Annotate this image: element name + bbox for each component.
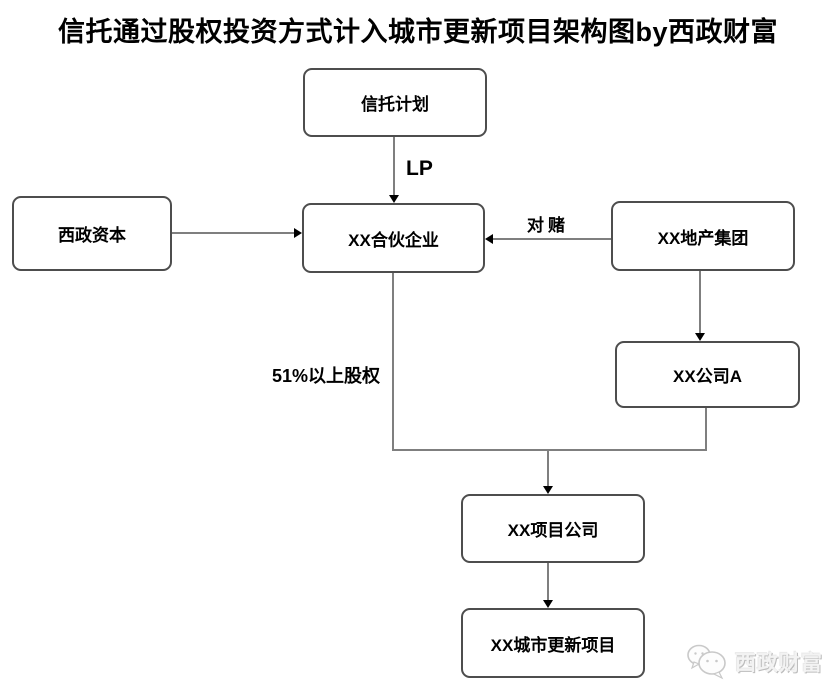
edge-label-lp: LP [406, 157, 433, 180]
edge-junction-to-project [547, 451, 549, 487]
brand-watermark-label: 西政财富 [735, 652, 823, 675]
arrowhead-project-to-urban [543, 600, 553, 608]
arrowhead-junction-to-project [543, 486, 553, 494]
arrowhead-group-to-partnership [485, 234, 493, 244]
brand-watermark: 西政财富 [686, 636, 832, 688]
edge-trust-to-partnership [393, 137, 395, 196]
node-urban-renewal-project: XX城市更新项目 [461, 608, 645, 678]
node-project-company: XX项目公司 [461, 494, 645, 563]
edge-label-equity-51-percent: 51%以上股权 [272, 366, 381, 386]
edge-project-to-urban [547, 563, 549, 601]
diagram-title: 信托通过股权投资方式计入城市更新项目架构图by西政财富 [57, 17, 778, 47]
edge-group-to-partnership [493, 238, 611, 240]
edge-capital-to-partnership [172, 232, 296, 234]
edge-junction-connector [392, 449, 707, 451]
node-xizheng-capital: 西政资本 [12, 196, 172, 271]
edge-partnership-down [392, 273, 394, 451]
edge-company-a-down [705, 408, 707, 451]
node-trust-plan: 信托计划 [303, 68, 487, 137]
arrowhead-group-to-company-a [695, 333, 705, 341]
node-real-estate-group: XX地产集团 [611, 201, 795, 271]
arrowhead-trust-to-partnership [389, 195, 399, 203]
edge-label-bet-agreement: 对赌 [527, 216, 569, 235]
arrowhead-capital-to-partnership [294, 228, 302, 238]
edge-group-to-company-a [699, 271, 701, 334]
chat-bubbles-icon [687, 644, 726, 680]
node-company-a: XX公司A [615, 341, 800, 408]
node-partnership: XX合伙企业 [302, 203, 485, 273]
